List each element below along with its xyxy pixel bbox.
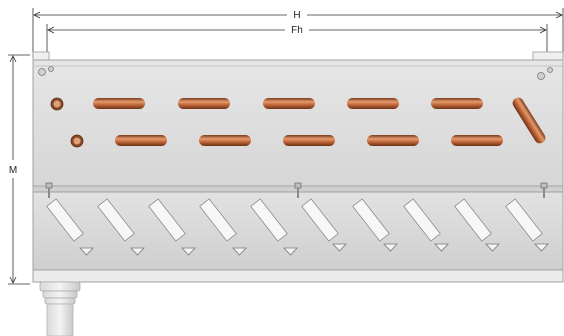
drain-triangle — [232, 247, 247, 256]
louver — [250, 198, 288, 242]
louver — [352, 198, 390, 242]
mounting-bolt-center — [294, 182, 302, 198]
dimension-fh: Fh — [46, 24, 548, 56]
drain-triangle — [283, 247, 298, 256]
louver — [97, 198, 135, 242]
corner-screw-left — [38, 66, 54, 76]
dimension-fh-label: Fh — [291, 25, 303, 36]
louver — [403, 198, 441, 242]
copper-bend — [431, 98, 483, 109]
louver — [148, 198, 186, 242]
upper-copper-bends — [93, 98, 483, 109]
copper-bend — [367, 135, 419, 146]
drain-triangle — [434, 243, 449, 252]
louver — [46, 198, 84, 242]
drain-triangle — [534, 243, 549, 252]
louver — [301, 198, 339, 242]
bottom-rail — [32, 269, 564, 283]
copper-bend — [93, 98, 145, 109]
stub-pipe-lower — [70, 134, 84, 148]
drain-triangle — [130, 247, 145, 256]
stub-pipe-upper — [50, 97, 64, 111]
mounting-bolt-right — [540, 182, 548, 198]
copper-bend — [347, 98, 399, 109]
louver — [505, 198, 543, 242]
copper-bend — [451, 135, 503, 146]
dimension-h-label: H — [293, 10, 300, 21]
copper-bend — [199, 135, 251, 146]
corner-screw-right — [537, 67, 553, 80]
drain-triangle — [383, 243, 398, 252]
drain-pipe — [39, 281, 81, 336]
louvers — [46, 198, 543, 242]
drain-triangle — [485, 243, 500, 252]
upper-panel — [32, 59, 564, 189]
drain-triangle — [79, 247, 94, 256]
louver — [454, 198, 492, 242]
mounting-bolt-left — [45, 182, 53, 198]
dimension-m: M — [8, 54, 30, 285]
copper-bend — [115, 135, 167, 146]
copper-bend — [283, 135, 335, 146]
dimension-m-label: M — [9, 165, 17, 176]
lower-copper-bends — [115, 135, 503, 146]
unit-body — [32, 51, 564, 336]
louver — [199, 198, 237, 242]
drain-triangle — [181, 247, 196, 256]
copper-bend — [178, 98, 230, 109]
copper-bend — [263, 98, 315, 109]
drain-triangle — [332, 243, 347, 252]
dimension-h: H — [32, 8, 564, 58]
diagonal-copper-bend — [512, 97, 546, 144]
drain-triangles — [79, 243, 549, 256]
